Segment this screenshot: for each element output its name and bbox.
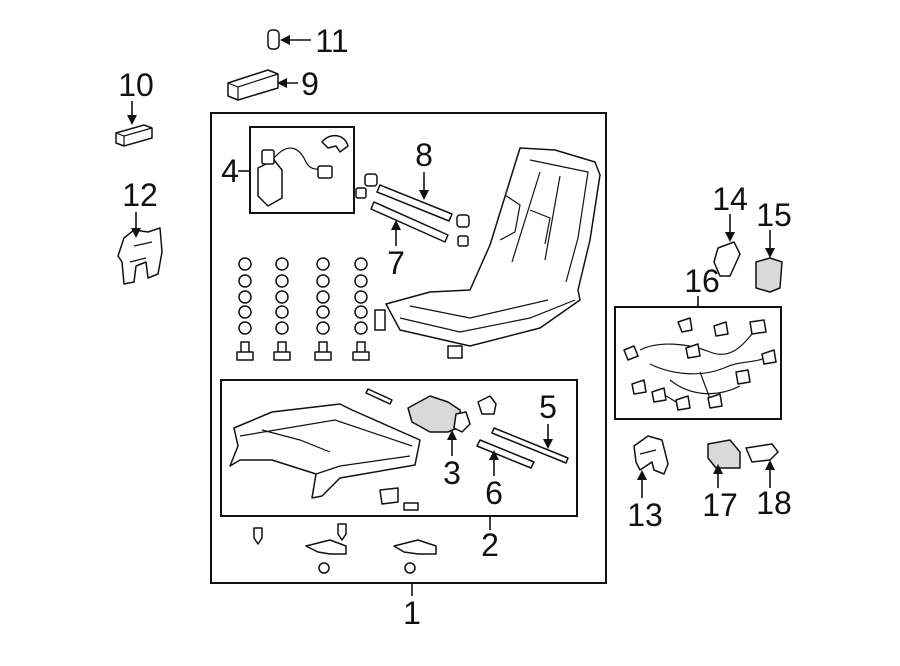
part-12-bracket[interactable] [117,227,163,285]
seat-frame[interactable] [374,147,601,359]
callout-12: 12 [122,177,158,213]
callout-4: 4 [221,153,239,189]
part-17-cover[interactable] [707,439,741,469]
part-9-knob[interactable] [227,69,279,101]
switch-frame [249,126,355,214]
part-4-switch[interactable] [257,134,349,207]
part-15-cover[interactable] [755,257,783,293]
part-18-cover[interactable] [745,443,779,463]
hardware-column-3 [314,257,332,361]
callout-15: 15 [756,197,792,233]
seat-assembly-frame [210,112,607,584]
callout-7: 7 [387,245,405,281]
hardware-column-2 [273,257,291,361]
callout-9: 9 [301,66,319,102]
callout-11: 11 [315,23,348,59]
track-assembly-frame [220,379,578,517]
part-16-harness[interactable] [623,317,777,411]
part-14-clip[interactable] [713,241,741,277]
part-7-rod[interactable] [355,187,469,247]
callout-2: 2 [481,527,499,563]
callout-14: 14 [712,181,748,217]
part-10-knob[interactable] [115,124,153,147]
part-5-rod[interactable] [491,427,569,464]
track-fasteners[interactable] [379,487,419,511]
part-6-rod[interactable] [476,439,535,469]
hardware-set[interactable] [236,257,370,361]
callout-1: 1 [403,595,421,631]
callout-16: 16 [684,263,720,299]
callout-3: 3 [443,455,461,491]
hardware-column-1 [236,257,254,361]
callout-6: 6 [485,475,503,511]
hardware-column-4 [352,257,370,361]
callout-5: 5 [539,389,557,425]
callout-17: 17 [702,487,738,523]
part-3-motor[interactable] [407,395,497,433]
part-8-rod[interactable] [364,173,470,228]
mounting-hardware[interactable] [253,523,437,574]
callout-13: 13 [627,497,663,533]
part-11-cap[interactable] [267,29,280,50]
callout-8: 8 [415,137,433,173]
callout-18: 18 [756,485,792,521]
part-2-track[interactable] [229,388,421,499]
callout-10: 10 [118,67,154,103]
part-13-bracket[interactable] [633,435,669,475]
